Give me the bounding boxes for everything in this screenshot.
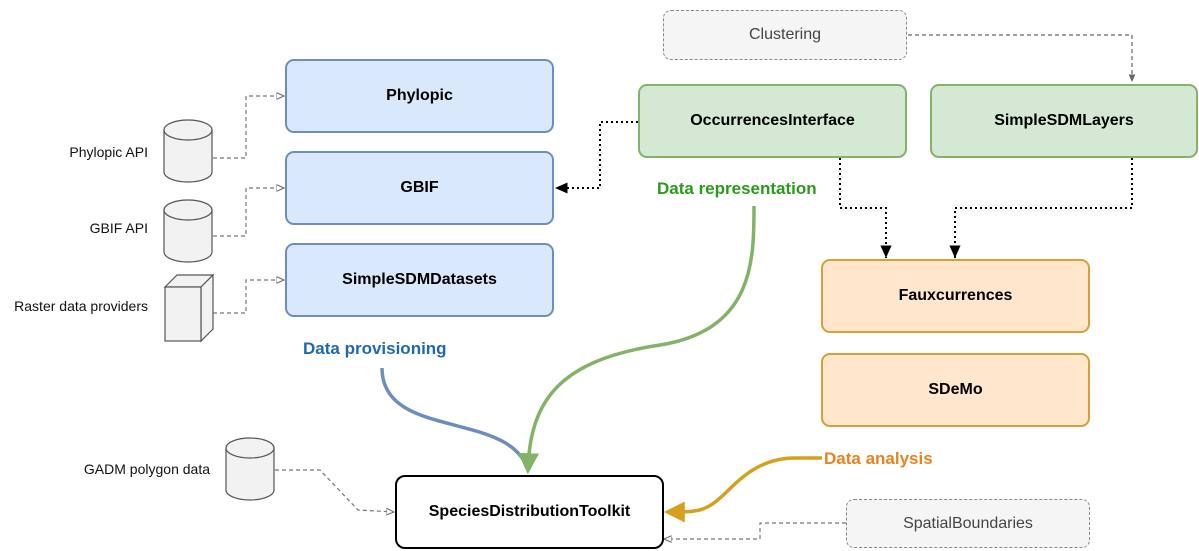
raster-data-providers-label: Raster data providers bbox=[14, 298, 148, 314]
edge-layers-fauxcurrences bbox=[949, 158, 1133, 258]
gbif-package[interactable]: GBIF bbox=[285, 151, 554, 225]
spatialboundaries-package[interactable]: SpatialBoundaries bbox=[846, 499, 1090, 548]
gbif-api-database-icon bbox=[163, 199, 213, 263]
data-analysis-label: Data analysis bbox=[824, 449, 933, 468]
edge-occurrences-gbif bbox=[555, 121, 638, 194]
simplesdmdatasets-package[interactable]: SimpleSDMDatasets bbox=[285, 243, 554, 317]
edge-occurrences-fauxcurrences bbox=[839, 158, 892, 258]
raster-cube-icon bbox=[163, 273, 215, 343]
edge-analysis-toolkit bbox=[663, 456, 822, 523]
edge-representation-toolkit bbox=[517, 205, 756, 475]
phylopic-api-label: Phylopic API bbox=[69, 144, 148, 160]
sdemo-package[interactable]: SDeMo bbox=[821, 353, 1090, 427]
edge-clustering bbox=[908, 34, 1136, 82]
data-provisioning-label: Data provisioning bbox=[303, 339, 447, 358]
edge-gbif-api bbox=[213, 188, 284, 237]
gbif-api-label: GBIF API bbox=[89, 220, 148, 236]
fauxcurrences-package[interactable]: Fauxcurrences bbox=[821, 259, 1090, 333]
edge-raster bbox=[213, 280, 284, 314]
gadm-database-icon bbox=[225, 437, 275, 501]
simplesdmlayers-package[interactable]: SimpleSDMLayers bbox=[930, 84, 1198, 158]
edge-provisioning-toolkit bbox=[380, 367, 530, 471]
speciesdistributiontoolkit-package[interactable]: SpeciesDistributionToolkit bbox=[395, 475, 664, 549]
occurrencesinterface-package[interactable]: OccurrencesInterface bbox=[638, 84, 907, 158]
edge-phylopic-api bbox=[213, 96, 284, 159]
edge-gadm bbox=[275, 469, 394, 512]
gadm-polygon-data-label: GADM polygon data bbox=[83, 461, 210, 477]
phylopic-package[interactable]: Phylopic bbox=[285, 59, 554, 133]
edge-spatialboundaries bbox=[664, 522, 846, 539]
phylopic-api-database-icon bbox=[163, 119, 213, 183]
clustering-package[interactable]: Clustering bbox=[663, 10, 907, 60]
data-representation-label: Data representation bbox=[657, 179, 817, 198]
